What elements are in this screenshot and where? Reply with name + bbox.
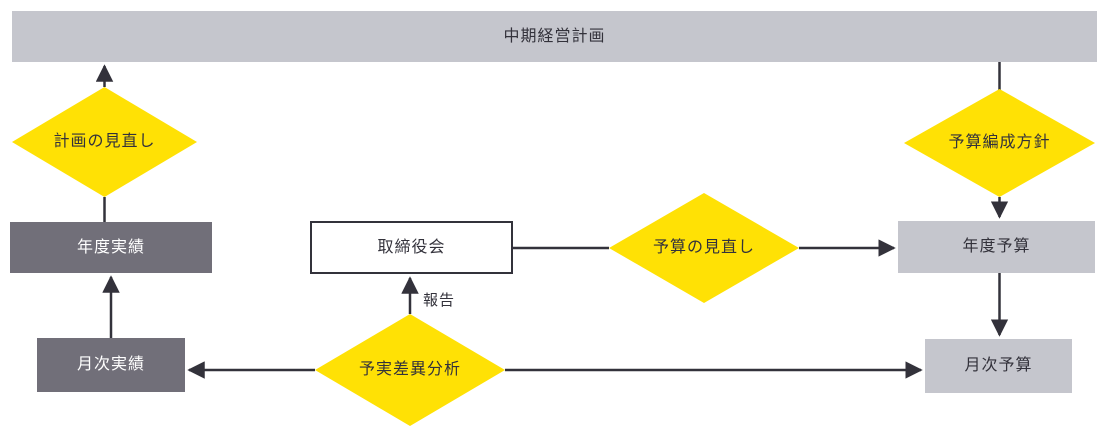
node-annual-results: 年度実績 [10, 222, 212, 273]
node-budget-policy-label: 予算編成方針 [948, 134, 1051, 152]
node-board-of-directors-label: 取締役会 [377, 238, 446, 256]
node-annual-results-label: 年度実績 [76, 238, 145, 256]
node-budget-review-label: 予算の見直し [652, 239, 755, 257]
node-monthly-results-label: 月次実績 [76, 356, 145, 374]
node-board-of-directors: 取締役会 [310, 221, 513, 274]
node-monthly-budget: 月次予算 [925, 339, 1072, 393]
node-midterm-plan: 中期経営計画 [12, 11, 1097, 62]
node-midterm-plan-label: 中期経営計画 [503, 27, 606, 45]
edge-report-label: 報告 [423, 292, 456, 309]
node-monthly-budget-label: 月次予算 [964, 357, 1033, 375]
node-annual-budget: 年度予算 [898, 221, 1095, 273]
node-plan-review-label: 計画の見直し [53, 133, 156, 151]
node-monthly-results: 月次実績 [37, 338, 185, 392]
node-annual-budget-label: 年度予算 [962, 238, 1031, 256]
node-variance-analysis-label: 予実差異分析 [358, 361, 461, 379]
